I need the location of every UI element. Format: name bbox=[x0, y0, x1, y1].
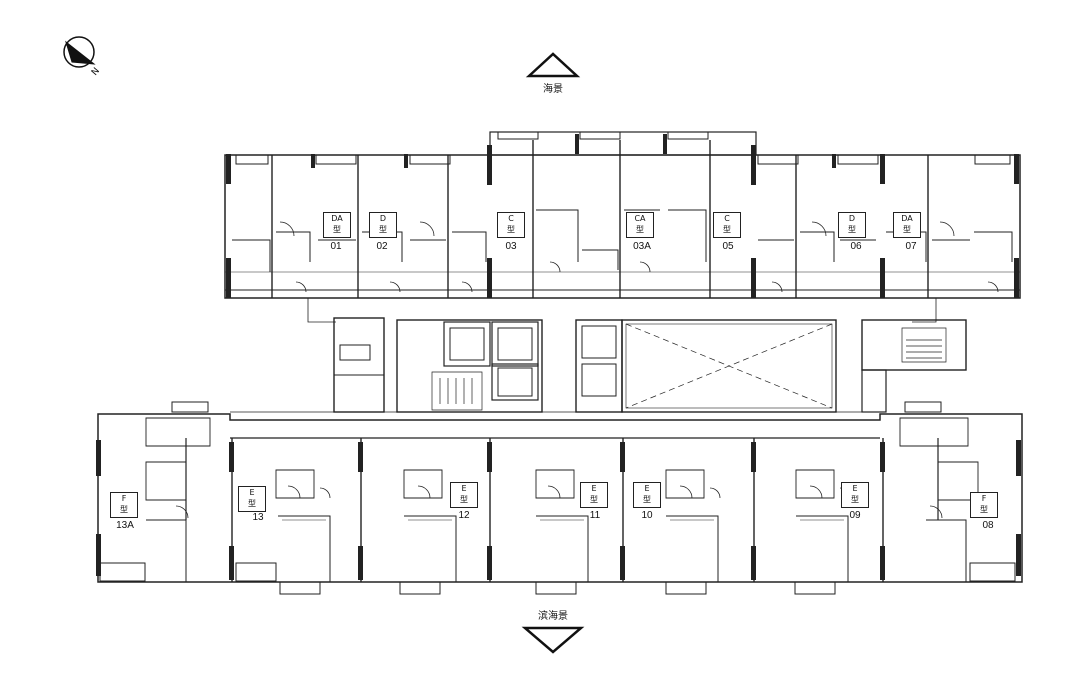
top-view-label: 海景 bbox=[543, 84, 563, 95]
unit-type: C bbox=[508, 214, 514, 223]
unit-type: F bbox=[981, 494, 987, 503]
unit-number: 13A bbox=[116, 520, 134, 531]
unit-type-suffix: 型 bbox=[851, 495, 859, 504]
unit-type-suffix: 型 bbox=[120, 505, 128, 514]
unit-number: 10 bbox=[641, 510, 653, 521]
unit-type-box: DA 型 bbox=[323, 212, 351, 238]
unit-number: 03A bbox=[633, 241, 651, 252]
unit-number: 11 bbox=[589, 510, 601, 521]
unit-type-suffix: 型 bbox=[590, 495, 598, 504]
unit-type: E bbox=[249, 488, 255, 497]
unit-number: 03 bbox=[505, 241, 517, 252]
unit-type: D bbox=[379, 214, 387, 223]
unit-type-suffix: 型 bbox=[636, 225, 644, 234]
unit-number: 01 bbox=[330, 241, 342, 252]
unit-type: E bbox=[644, 484, 650, 493]
unit-type-suffix: 型 bbox=[903, 225, 911, 234]
core-block bbox=[307, 298, 967, 413]
unit-type: E bbox=[852, 484, 858, 493]
unit-type-suffix: 型 bbox=[643, 495, 651, 504]
top-wing bbox=[224, 131, 1021, 299]
unit-type-suffix: 型 bbox=[379, 225, 387, 234]
unit-type-suffix: 型 bbox=[980, 505, 988, 514]
unit-number: 06 bbox=[850, 241, 862, 252]
unit-type-suffix: 型 bbox=[848, 225, 856, 234]
unit-number: 12 bbox=[458, 510, 470, 521]
unit-number: 07 bbox=[905, 241, 917, 252]
unit-type: F bbox=[121, 494, 127, 503]
unit-type: C bbox=[724, 214, 730, 223]
unit-type-suffix: 型 bbox=[460, 495, 468, 504]
compass-icon bbox=[63, 36, 96, 68]
unit-number: 05 bbox=[722, 241, 734, 252]
bottom-wing bbox=[96, 401, 1023, 595]
sea-view-arrow-icon bbox=[525, 52, 581, 78]
unit-number: 13 bbox=[252, 512, 264, 523]
unit-type: DA bbox=[331, 214, 343, 223]
unit-type-suffix: 型 bbox=[248, 499, 256, 508]
bottom-view-label: 滨海景 bbox=[538, 611, 568, 622]
unit-type: CA bbox=[634, 214, 646, 223]
unit-type: D bbox=[848, 214, 856, 223]
unit-type-box: CA 型 bbox=[626, 212, 654, 238]
unit-type-suffix: 型 bbox=[723, 225, 731, 234]
unit-type: E bbox=[591, 484, 597, 493]
unit-number: 09 bbox=[849, 510, 861, 521]
unit-type-box: DA 型 bbox=[893, 212, 921, 238]
coastal-view-arrow-icon bbox=[521, 626, 585, 654]
unit-type-suffix: 型 bbox=[507, 225, 515, 234]
unit-number: 02 bbox=[376, 241, 388, 252]
unit-type-suffix: 型 bbox=[333, 225, 341, 234]
unit-number: 08 bbox=[982, 520, 994, 531]
unit-type: DA bbox=[901, 214, 913, 223]
unit-type: E bbox=[461, 484, 467, 493]
